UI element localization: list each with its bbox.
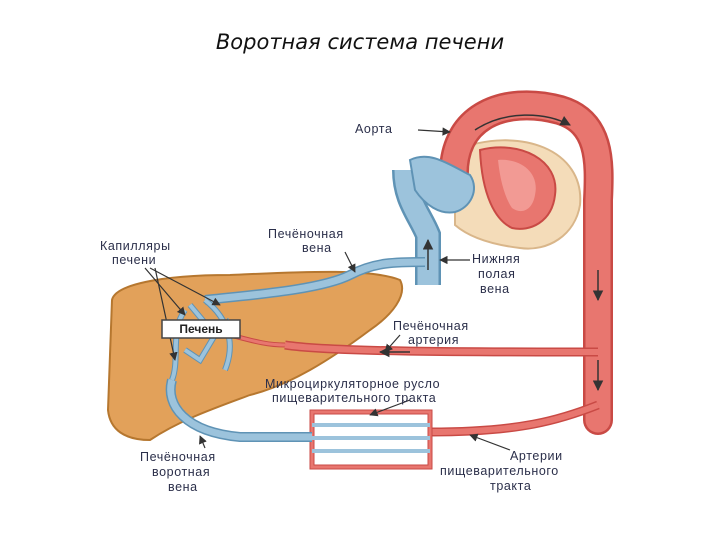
label-digestive-arteries-1: Артерии [510, 449, 563, 463]
portal-vein [165, 378, 312, 442]
page-title: Воротная система печени [215, 30, 505, 54]
label-digestive-arteries-3: тракта [490, 479, 531, 493]
aorta [438, 90, 614, 435]
inferior-vena-cava [392, 155, 475, 285]
label-ivc-1: Нижняя [472, 252, 520, 266]
label-portal-vein-2: воротная [152, 465, 210, 479]
label-portal-vein-1: Печёночная [140, 450, 216, 464]
label-capillaries-2: печени [112, 253, 156, 267]
liver-label: Печень [161, 319, 241, 339]
label-hepatic-artery-1: Печёночная [393, 319, 469, 333]
label-digestive-arteries-2: пищеварительного [440, 464, 559, 478]
label-microcirculation-1: Микроциркуляторное русло [265, 377, 440, 391]
label-capillaries-1: Капилляры [100, 239, 171, 253]
hepatic-vein [204, 257, 426, 305]
label-ivc-3: вена [480, 282, 510, 296]
liver-label-text: Печень [179, 322, 222, 336]
leader-lines [144, 127, 511, 451]
label-aorta: Аорта [355, 122, 393, 136]
label-hepatic-vein-2: вена [302, 241, 332, 255]
heart [454, 139, 582, 250]
label-microcirculation-2: пищеварительного тракта [272, 391, 436, 405]
label-portal-vein-3: вена [168, 480, 198, 494]
labels: Аорта Печёночная вена Капилляры печени Н… [100, 122, 563, 494]
microcirculation-bed [309, 409, 433, 470]
label-hepatic-vein-1: Печёночная [268, 227, 344, 241]
digestive-arteries [429, 400, 600, 437]
label-hepatic-artery-2: артерия [408, 333, 459, 347]
label-ivc-2: полая [478, 267, 515, 281]
